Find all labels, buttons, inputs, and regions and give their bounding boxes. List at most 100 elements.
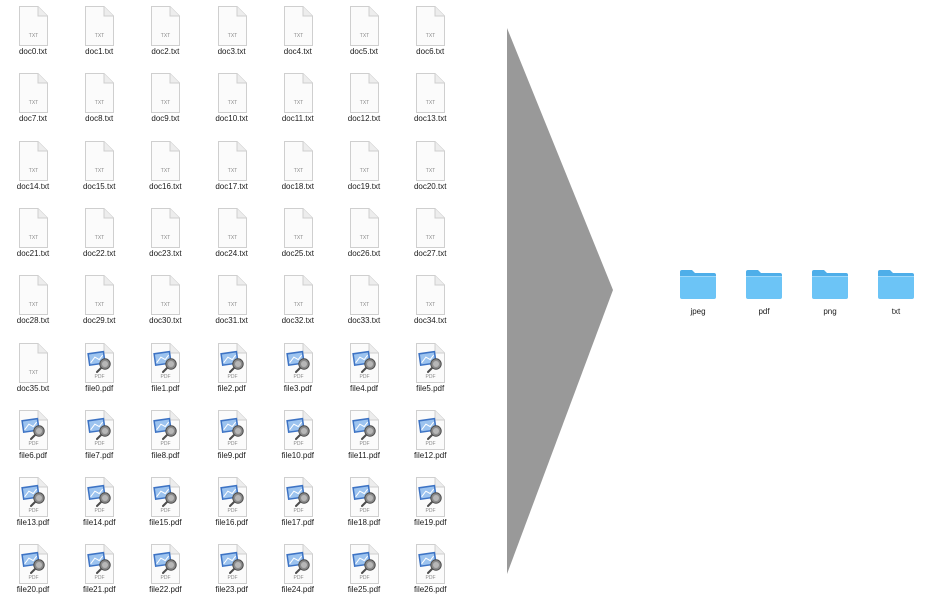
file-item[interactable]: TXT doc1.txt: [68, 0, 130, 64]
file-item[interactable]: TXT doc15.txt: [68, 135, 130, 199]
file-item[interactable]: TXT doc30.txt: [134, 269, 196, 333]
file-item[interactable]: TXT doc18.txt: [267, 135, 329, 199]
file-item[interactable]: PDF file3.pdf: [267, 337, 329, 401]
file-name-label: file6.pdf: [18, 450, 48, 460]
file-item[interactable]: PDF file23.pdf: [201, 538, 263, 602]
pdf-document-icon: PDF: [151, 342, 181, 383]
icon-type-label: TXT: [294, 33, 303, 39]
file-name-label: file11.pdf: [348, 450, 380, 460]
file-item[interactable]: TXT doc3.txt: [201, 0, 263, 64]
file-name-label: file4.pdf: [349, 383, 379, 393]
file-item[interactable]: TXT doc21.txt: [2, 202, 64, 266]
pdf-document-icon: PDF: [85, 477, 115, 518]
icon-type-label: TXT: [294, 168, 303, 174]
file-item[interactable]: PDF file5.pdf: [399, 337, 461, 401]
icon-type-label: PDF: [360, 441, 370, 447]
file-item[interactable]: PDF file13.pdf: [2, 471, 64, 535]
file-item[interactable]: PDF file1.pdf: [134, 337, 196, 401]
file-item[interactable]: TXT doc23.txt: [134, 202, 196, 266]
file-item[interactable]: PDF file16.pdf: [201, 471, 263, 535]
file-item[interactable]: TXT doc27.txt: [399, 202, 461, 266]
file-item[interactable]: TXT doc10.txt: [201, 67, 263, 131]
icon-type-label: PDF: [426, 508, 436, 514]
file-item[interactable]: TXT doc9.txt: [134, 67, 196, 131]
file-item[interactable]: PDF file24.pdf: [267, 538, 329, 602]
text-document-icon: TXT: [19, 275, 48, 316]
file-item[interactable]: TXT doc31.txt: [201, 269, 263, 333]
file-item[interactable]: TXT doc8.txt: [68, 67, 130, 131]
file-item[interactable]: TXT doc28.txt: [2, 269, 64, 333]
folder-name-label: txt: [891, 307, 901, 316]
file-name-label: doc15.txt: [82, 181, 116, 191]
file-name-label: file12.pdf: [413, 450, 447, 460]
file-item[interactable]: PDF file15.pdf: [134, 471, 196, 535]
file-item[interactable]: TXT doc20.txt: [399, 135, 461, 199]
folder-pdf[interactable]: pdf: [731, 262, 797, 322]
file-item[interactable]: PDF file7.pdf: [68, 404, 130, 468]
file-item[interactable]: PDF file6.pdf: [2, 404, 64, 468]
folder-txt[interactable]: txt: [863, 262, 925, 322]
file-item[interactable]: PDF file17.pdf: [267, 471, 329, 535]
file-name-label: file23.pdf: [215, 585, 248, 595]
folder-png[interactable]: png: [797, 262, 863, 322]
file-item[interactable]: TXT doc22.txt: [68, 202, 130, 266]
text-document-icon: TXT: [416, 275, 446, 316]
file-item[interactable]: PDF file10.pdf: [267, 404, 329, 468]
file-item[interactable]: TXT doc14.txt: [2, 135, 64, 199]
file-item[interactable]: TXT doc2.txt: [134, 0, 196, 64]
file-item[interactable]: TXT doc35.txt: [2, 337, 64, 401]
file-item[interactable]: TXT doc16.txt: [134, 135, 196, 199]
file-item[interactable]: PDF file12.pdf: [399, 404, 461, 468]
file-item[interactable]: PDF file21.pdf: [68, 538, 130, 602]
file-item[interactable]: TXT doc25.txt: [267, 202, 329, 266]
file-name-label: doc5.txt: [349, 47, 378, 56]
icon-type-label: TXT: [161, 235, 170, 241]
file-item[interactable]: TXT doc0.txt: [2, 0, 64, 64]
file-item[interactable]: PDF file25.pdf: [333, 538, 395, 602]
file-item[interactable]: TXT doc6.txt: [399, 0, 461, 64]
file-item[interactable]: PDF file26.pdf: [399, 538, 461, 602]
file-item[interactable]: PDF file0.pdf: [68, 337, 130, 401]
file-item[interactable]: PDF file19.pdf: [399, 471, 461, 535]
icon-type-label: PDF: [360, 508, 370, 514]
text-document-icon: TXT: [416, 6, 446, 46]
file-item[interactable]: TXT doc4.txt: [267, 0, 329, 64]
file-item[interactable]: TXT doc29.txt: [68, 269, 130, 333]
file-item[interactable]: TXT doc32.txt: [267, 269, 329, 333]
file-name-label: doc30.txt: [149, 316, 182, 326]
file-item[interactable]: TXT doc26.txt: [333, 202, 395, 266]
file-item[interactable]: TXT doc13.txt: [399, 67, 461, 131]
file-name-label: file5.pdf: [416, 383, 445, 393]
file-item[interactable]: TXT doc17.txt: [201, 135, 263, 199]
file-item[interactable]: PDF file11.pdf: [333, 404, 395, 468]
file-name-label: doc27.txt: [413, 248, 447, 258]
folder-jpeg[interactable]: jpeg: [665, 262, 731, 322]
text-document-icon: TXT: [350, 140, 379, 181]
file-name-label: doc19.txt: [347, 181, 381, 191]
file-item[interactable]: PDF file9.pdf: [201, 404, 263, 468]
file-item[interactable]: PDF file2.pdf: [201, 337, 263, 401]
file-item[interactable]: TXT doc5.txt: [333, 0, 395, 64]
file-item[interactable]: TXT doc33.txt: [333, 269, 395, 333]
file-item[interactable]: PDF file18.pdf: [333, 471, 395, 535]
file-grid: TXT doc0.txt TXT doc1.txt TXT doc2.txt T…: [0, 0, 446, 598]
file-item[interactable]: TXT doc19.txt: [333, 135, 395, 199]
file-item[interactable]: TXT doc34.txt: [399, 269, 461, 333]
file-item[interactable]: PDF file8.pdf: [134, 404, 196, 468]
file-item[interactable]: TXT doc11.txt: [267, 67, 329, 131]
file-item[interactable]: PDF file4.pdf: [333, 337, 395, 401]
pdf-document-icon: PDF: [283, 544, 313, 585]
file-name-label: doc31.txt: [215, 316, 248, 326]
text-document-icon: TXT: [85, 73, 115, 114]
file-item[interactable]: TXT doc12.txt: [333, 67, 395, 131]
file-item[interactable]: PDF file22.pdf: [134, 538, 196, 602]
file-item[interactable]: PDF file20.pdf: [2, 538, 64, 602]
file-item[interactable]: PDF file14.pdf: [68, 471, 130, 535]
file-item[interactable]: TXT doc7.txt: [2, 67, 64, 131]
icon-type-label: PDF: [227, 508, 237, 514]
icon-type-label: PDF: [161, 508, 171, 514]
arrow-right-icon: [507, 28, 613, 574]
icon-type-label: PDF: [29, 441, 39, 447]
pdf-document-icon: PDF: [85, 409, 115, 450]
file-item[interactable]: TXT doc24.txt: [201, 202, 263, 266]
